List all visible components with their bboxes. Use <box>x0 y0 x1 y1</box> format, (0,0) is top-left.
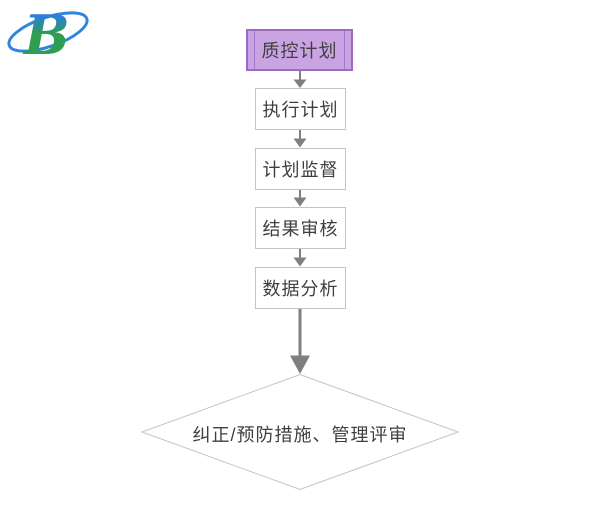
node-plan-supervision: 计划监督 <box>255 148 346 190</box>
node-result-review-label: 结果审核 <box>262 219 339 239</box>
predefined-process-line-right <box>344 31 345 69</box>
logo-letter: B <box>22 3 70 64</box>
node-result-review: 结果审核 <box>255 207 346 249</box>
arrow-qc-to-execute <box>293 71 307 88</box>
arrow-execute-to-supervise <box>293 130 307 148</box>
arrow-review-to-analysis <box>293 249 307 267</box>
brand-logo-icon: B <box>7 3 89 67</box>
brand-logo: B <box>4 2 92 67</box>
arrow-analysis-to-decision <box>290 309 310 374</box>
arrow-supervise-to-review <box>293 190 307 207</box>
node-qc-plan-label: 质控计划 <box>261 41 338 61</box>
node-qc-plan: 质控计划 <box>246 29 353 71</box>
node-data-analysis-label: 数据分析 <box>262 279 339 299</box>
predefined-process-line-left <box>254 31 255 69</box>
node-plan-supervision-label: 计划监督 <box>262 160 339 180</box>
node-execute-plan-label: 执行计划 <box>262 100 339 120</box>
node-data-analysis: 数据分析 <box>255 267 346 309</box>
node-corrective-review-label: 纠正/预防措施、管理评审 <box>192 425 408 445</box>
node-execute-plan: 执行计划 <box>255 88 346 130</box>
logo-swoosh-icon <box>7 11 89 53</box>
